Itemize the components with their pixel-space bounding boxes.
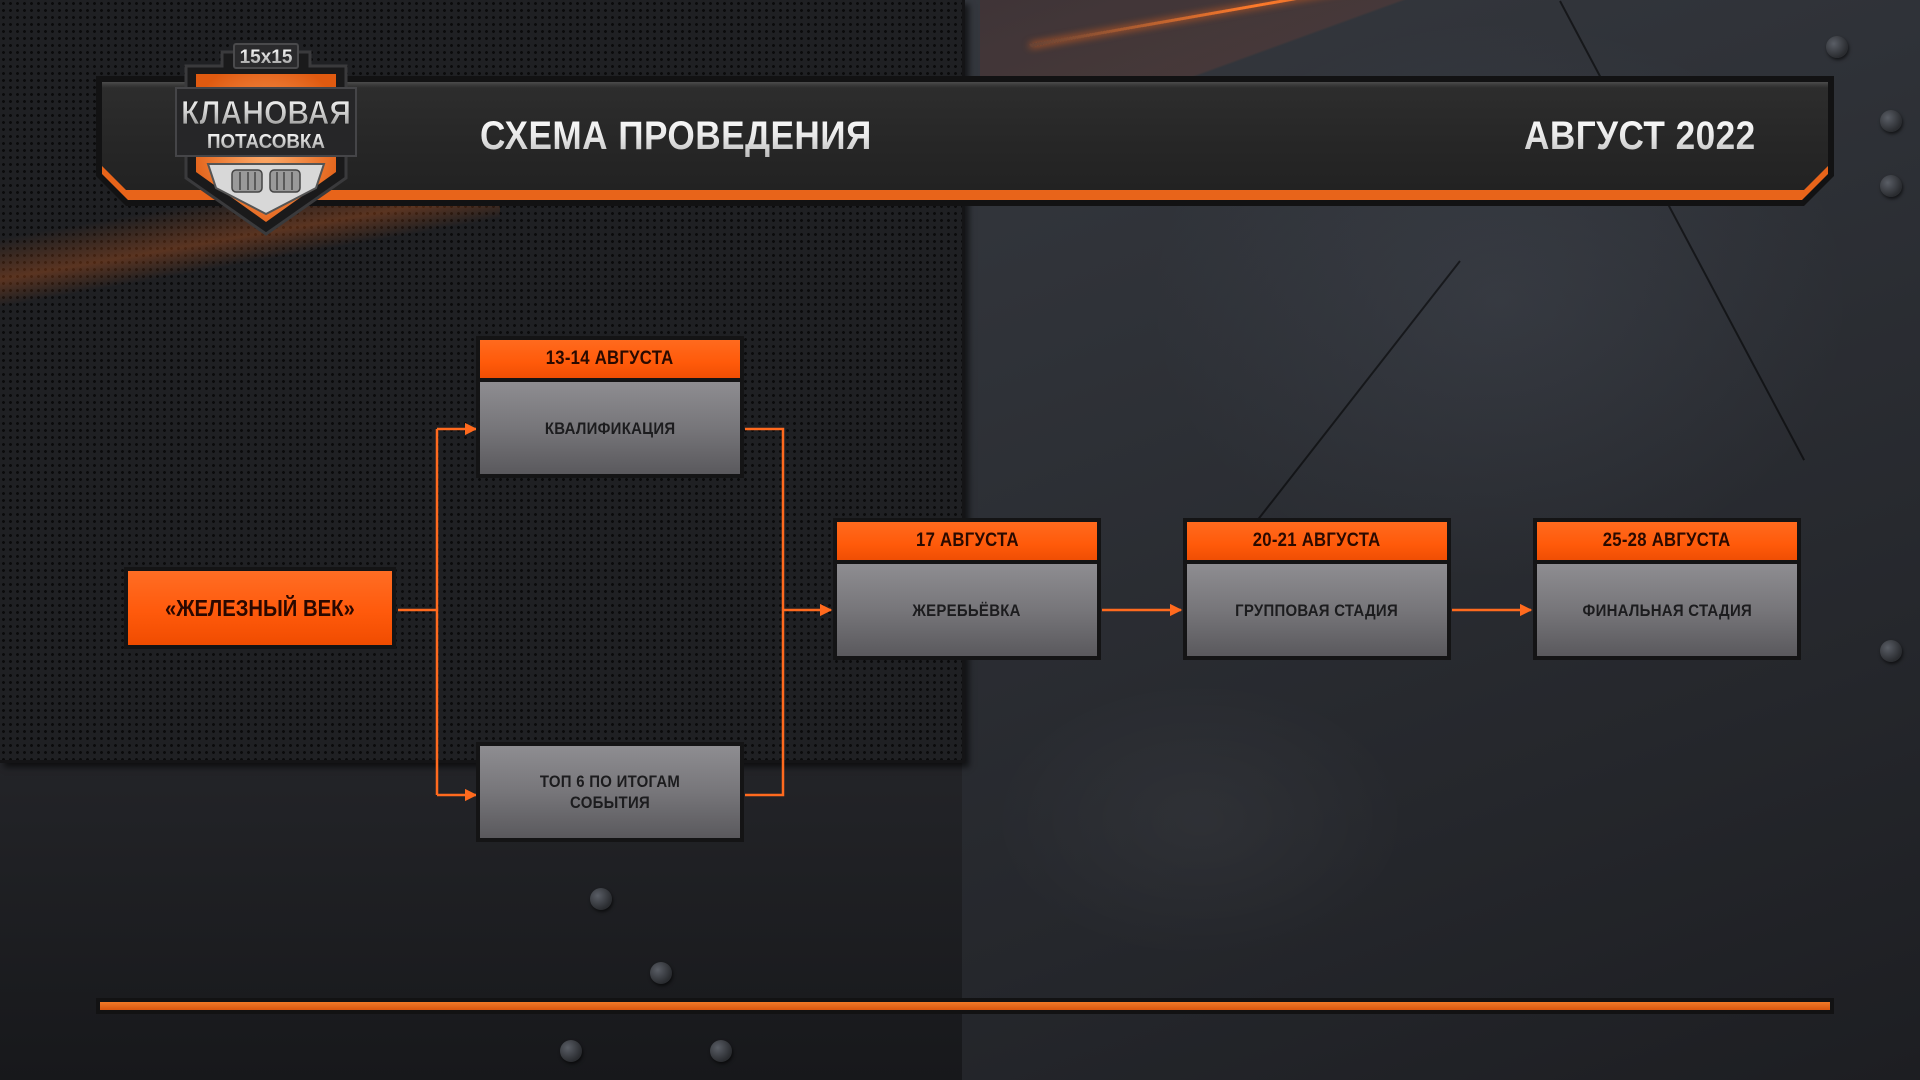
rivet-icon [650,962,672,984]
stage-label: КВАЛИФИКАЦИЯ [480,382,740,474]
stage-label: ГРУППОВАЯ СТАДИЯ [1187,564,1447,656]
logo-format-label: 15x15 [240,47,293,68]
rivet-icon [590,888,612,910]
start-node-label: «ЖЕЛЕЗНЫЙ ВЕК» [165,594,355,621]
footer-divider [96,998,1834,1014]
stage-date: 13-14 АВГУСТА [480,340,740,382]
stage-qualification: 13-14 АВГУСТА КВАЛИФИКАЦИЯ [476,336,744,478]
stage-date: 25-28 АВГУСТА [1537,522,1797,564]
stage-final: 25-28 АВГУСТА ФИНАЛЬНАЯ СТАДИЯ [1533,518,1801,660]
page-title: СХЕМА ПРОВЕДЕНИЯ [480,114,872,158]
clan-brawl-logo: 15x15 КЛАНОВАЯ ПОТАСОВКА [166,38,366,238]
stage-date: 17 АВГУСТА [837,522,1097,564]
fists-bump-icon [231,169,301,193]
stage-top6: ТОП 6 ПО ИТОГАМ СОБЫТИЯ [476,742,744,842]
stage-label: ФИНАЛЬНАЯ СТАДИЯ [1537,564,1797,656]
logo-line2: ПОТАСОВКА [207,131,325,153]
rivet-icon [1880,175,1902,197]
start-node-iron-age: «ЖЕЛЕЗНЫЙ ВЕК» [124,567,396,649]
stage-label: ЖЕРЕБЬЁВКА [837,564,1097,656]
rivet-icon [560,1040,582,1062]
header-banner: СХЕМА ПРОВЕДЕНИЯ АВГУСТ 2022 [96,76,1834,206]
stage-group: 20-21 АВГУСТА ГРУППОВАЯ СТАДИЯ [1183,518,1451,660]
rivet-icon [1826,36,1848,58]
event-date: АВГУСТ 2022 [1524,114,1756,158]
rivet-icon [1880,110,1902,132]
stage-date: 20-21 АВГУСТА [1187,522,1447,564]
stage-label: ТОП 6 ПО ИТОГАМ СОБЫТИЯ [480,746,740,838]
rivet-icon [710,1040,732,1062]
logo-shield-icon: 15x15 КЛАНОВАЯ ПОТАСОВКА [175,43,357,236]
rivet-icon [1880,640,1902,662]
stage-draw: 17 АВГУСТА ЖЕРЕБЬЁВКА [833,518,1101,660]
logo-line1: КЛАНОВАЯ [181,94,351,131]
